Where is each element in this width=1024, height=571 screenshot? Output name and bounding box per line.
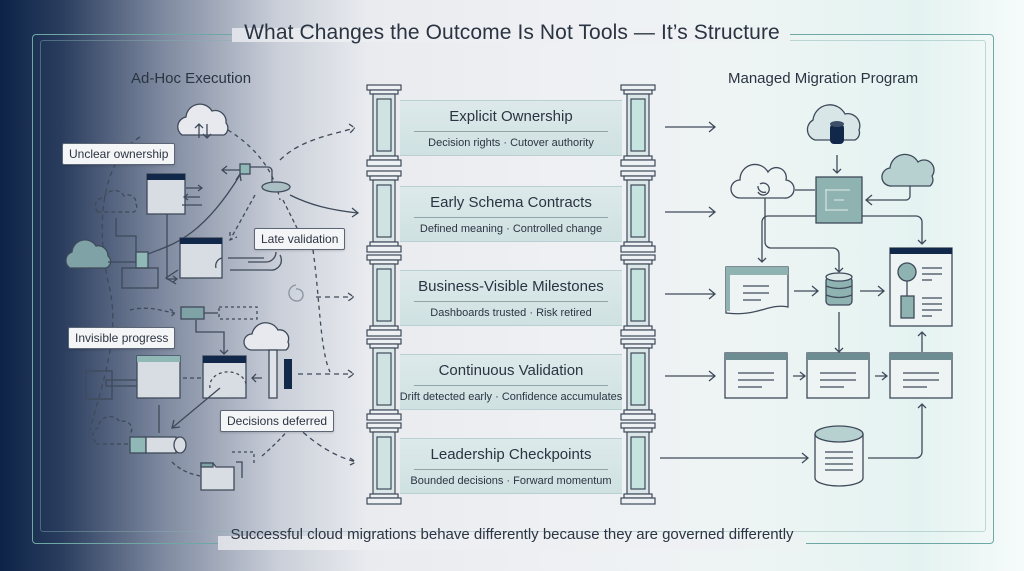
column-icon	[366, 254, 402, 337]
pillar-early-schema-contracts: Early Schema Contracts Defined meaning ·…	[366, 170, 656, 253]
pillar-divider	[414, 131, 608, 132]
cylinder-database-icon	[814, 425, 864, 487]
column-icon	[366, 84, 402, 167]
pillar-banner: Continuous Validation Drift detected ear…	[400, 354, 622, 410]
cylinder-icon	[129, 436, 187, 454]
footer-mask	[218, 536, 806, 550]
pillar-title: Early Schema Contracts	[430, 194, 592, 211]
schema-box-icon	[815, 176, 863, 224]
pillar-title: Continuous Validation	[438, 362, 584, 379]
pillar-divider	[414, 301, 608, 302]
window-icon	[724, 352, 788, 399]
callout-decisions-deferred: Decisions deferred	[220, 410, 335, 432]
cloud-sync-icon	[730, 163, 795, 199]
pipe-icon	[220, 163, 291, 193]
folder-icon	[200, 451, 255, 491]
pillar-divider	[414, 217, 608, 218]
column-icon	[366, 422, 402, 505]
pillar-title: Leadership Checkpoints	[430, 446, 592, 463]
pillar-subtitle: Defined meaning · Controlled change	[419, 223, 603, 235]
pillar-subtitle: Bounded decisions · Forward momentum	[410, 475, 612, 487]
pillar-banner: Early Schema Contracts Defined meaning ·…	[400, 186, 622, 242]
footer-caption: Successful cloud migrations behave diffe…	[230, 526, 794, 543]
column-icon	[620, 422, 656, 505]
cloud-icon	[881, 153, 935, 187]
pillar-subtitle: Decision rights · Cutover authority	[428, 137, 594, 149]
window-icon	[146, 173, 204, 215]
cloud-sync-icon	[177, 103, 229, 139]
pillar-leadership-checkpoints: Leadership Checkpoints Bounded decisions…	[366, 422, 656, 505]
window-icon	[164, 214, 283, 285]
pillar-title: Explicit Ownership	[449, 108, 573, 125]
database-icon	[825, 272, 853, 306]
pillar-divider	[414, 385, 608, 386]
dashboard-icon	[889, 247, 953, 327]
pillar-title: Business-Visible Milestones	[418, 278, 604, 295]
pillar-banner: Leadership Checkpoints Bounded decisions…	[400, 438, 622, 494]
pillar-continuous-validation: Continuous Validation Drift detected ear…	[366, 338, 656, 421]
title-mask	[232, 28, 790, 42]
page-title: What Changes the Outcome Is Not Tools — …	[244, 21, 780, 44]
column-icon	[620, 170, 656, 253]
right-panel-heading: Managed Migration Program	[728, 70, 919, 87]
pillar-divider	[414, 469, 608, 470]
column-icon	[620, 338, 656, 421]
column-icon	[620, 84, 656, 167]
callout-late-validation: Late validation	[254, 228, 346, 250]
pillar-banner: Explicit Ownership Decision rights · Cut…	[400, 100, 622, 156]
column-icon	[620, 254, 656, 337]
pillar-banner: Business-Visible Milestones Dashboards t…	[400, 270, 622, 326]
document-icon	[725, 266, 789, 315]
window-icon	[806, 352, 870, 399]
cloud-database-icon	[806, 104, 861, 144]
pillar-subtitle: Dashboards trusted · Risk retired	[430, 307, 592, 319]
callout-invisible-progress: Invisible progress	[68, 327, 176, 349]
pillar-explicit-ownership: Explicit Ownership Decision rights · Cut…	[366, 84, 656, 167]
window-icon	[889, 352, 953, 399]
pillar-subtitle: Drift detected early · Confidence accumu…	[399, 391, 623, 403]
callout-unclear-ownership: Unclear ownership	[62, 143, 176, 165]
left-panel-heading: Ad-Hoc Execution	[131, 70, 252, 87]
column-icon	[366, 170, 402, 253]
column-icon	[366, 338, 402, 421]
pillar-business-visible-milestones: Business-Visible Milestones Dashboards t…	[366, 254, 656, 337]
